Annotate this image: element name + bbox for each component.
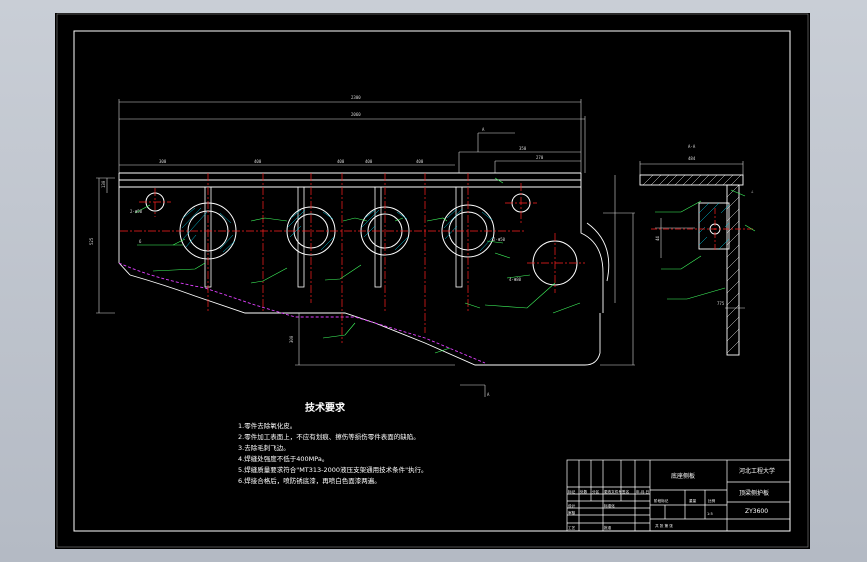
leaders xyxy=(134,177,581,354)
dim-pitch-3: 400 xyxy=(337,159,345,164)
tb-cell-stage: 阶段标记 xyxy=(654,498,669,503)
tb-cell-zone: 分区 xyxy=(592,489,600,494)
hole-label-3: 4-Φ80 xyxy=(509,277,522,282)
title-university: 河北工程大学 xyxy=(739,467,775,475)
dim-pitch-2: 400 xyxy=(254,159,262,164)
tb-cell-mark: 标记 xyxy=(568,489,576,494)
tb-cell-standard: 标准化 xyxy=(604,503,615,508)
dim-left-h: 130 xyxy=(101,180,106,188)
dim-section-top: 44 xyxy=(655,236,660,241)
dim-right-2: 270 xyxy=(536,155,544,160)
hidden-lines xyxy=(118,262,486,364)
section-hatching-cyan xyxy=(698,202,730,250)
right-construction xyxy=(600,175,635,366)
title-drawing-name: 底座侧板 xyxy=(671,472,695,480)
title-part-name: 顶梁侧护板 xyxy=(739,489,769,497)
weld-symbol: 6 xyxy=(139,239,142,244)
note-item-2: 2.零件加工表面上，不应有划痕、擦伤等损伤零件表面的缺陷。 xyxy=(238,432,420,441)
lower-dimension xyxy=(295,313,486,397)
tb-cell-design: 设计 xyxy=(568,503,576,508)
outer-frame xyxy=(56,13,809,548)
title-block: 底座侧板 河北工程大学 顶梁侧护板 ZY3600 1:5 共 张 第 张 标记 … xyxy=(566,459,791,532)
section-callout-top: A xyxy=(482,127,485,132)
note-item-1: 1.零件去除氧化皮。 xyxy=(238,421,296,430)
section-leaders xyxy=(655,189,756,300)
tb-cell-sign: 签名 xyxy=(622,489,630,494)
dim-pitch-4: 400 xyxy=(365,159,373,164)
tb-cell-weight: 重量 xyxy=(689,498,697,503)
section-centerlines xyxy=(651,208,755,251)
main-view: 2300 2060 300 400 400 400 400 350 270 A … xyxy=(89,95,635,397)
note-item-6: 6.焊接合格后，喷防锈底漆，再喷白色面漆两遍。 xyxy=(238,476,381,485)
section-view: A-A 484 44 775 xyxy=(639,144,756,356)
title-drawing-no: ZY3600 xyxy=(745,508,768,515)
tb-cell-ratio: 比例 xyxy=(708,498,716,503)
dim-pitch-5: 400 xyxy=(416,159,424,164)
hole-label-1: 2-Φ50 xyxy=(130,209,143,214)
title-sheet: 共 张 第 张 xyxy=(655,523,673,528)
tb-cell-count: 处数 xyxy=(580,489,588,494)
inner-frame xyxy=(73,30,791,532)
weld-mark-right: ∠ xyxy=(751,189,754,194)
tb-cell-approve: 批准 xyxy=(604,525,612,530)
dim-overall: 2300 xyxy=(351,95,361,100)
center-lines xyxy=(120,173,585,343)
ribs xyxy=(204,186,463,288)
section-dimensions xyxy=(639,161,745,309)
hole-label-2: 2-Φ50 xyxy=(493,237,506,242)
cad-drawing: 2300 2060 300 400 400 400 400 350 270 A … xyxy=(56,13,809,548)
section-hatching xyxy=(642,174,742,354)
section-callout-bottom: A xyxy=(487,392,490,397)
dim-section-h: 775 xyxy=(717,301,725,306)
tb-cell-date: 年.月.日 xyxy=(636,489,649,494)
title-scale: 1:5 xyxy=(707,512,713,516)
top-dimensions xyxy=(118,99,586,173)
dim-inner: 2060 xyxy=(351,112,361,117)
tb-cell-process: 工艺 xyxy=(568,525,576,530)
dim-pitch-1: 300 xyxy=(159,159,167,164)
note-item-3: 3.去除毛刺飞边。 xyxy=(238,443,290,452)
tb-cell-review: 审核 xyxy=(568,510,576,515)
note-item-5: 5.焊缝质量要求符合"MT313-2000液压支架通用技术条件"执行。 xyxy=(238,465,428,474)
dim-section-w: 484 xyxy=(688,156,696,161)
section-outline xyxy=(639,174,744,356)
technical-notes: 技术要求 1.零件去除氧化皮。 2.零件加工表面上，不应有划痕、擦伤等损伤零件表… xyxy=(238,401,428,485)
left-dimensions xyxy=(96,177,115,314)
dim-right-1: 350 xyxy=(519,146,527,151)
drawing-sheet: 2300 2060 300 400 400 400 400 350 270 A … xyxy=(55,13,810,549)
notes-title: 技术要求 xyxy=(305,401,346,414)
dim-lower: 300 xyxy=(289,335,294,343)
dim-height: 525 xyxy=(89,237,94,245)
tb-cell-change: 更改文件号 xyxy=(604,489,622,494)
section-title: A-A xyxy=(688,144,696,149)
note-item-4: 4.焊缝处强度不低于400MPa。 xyxy=(238,454,328,463)
